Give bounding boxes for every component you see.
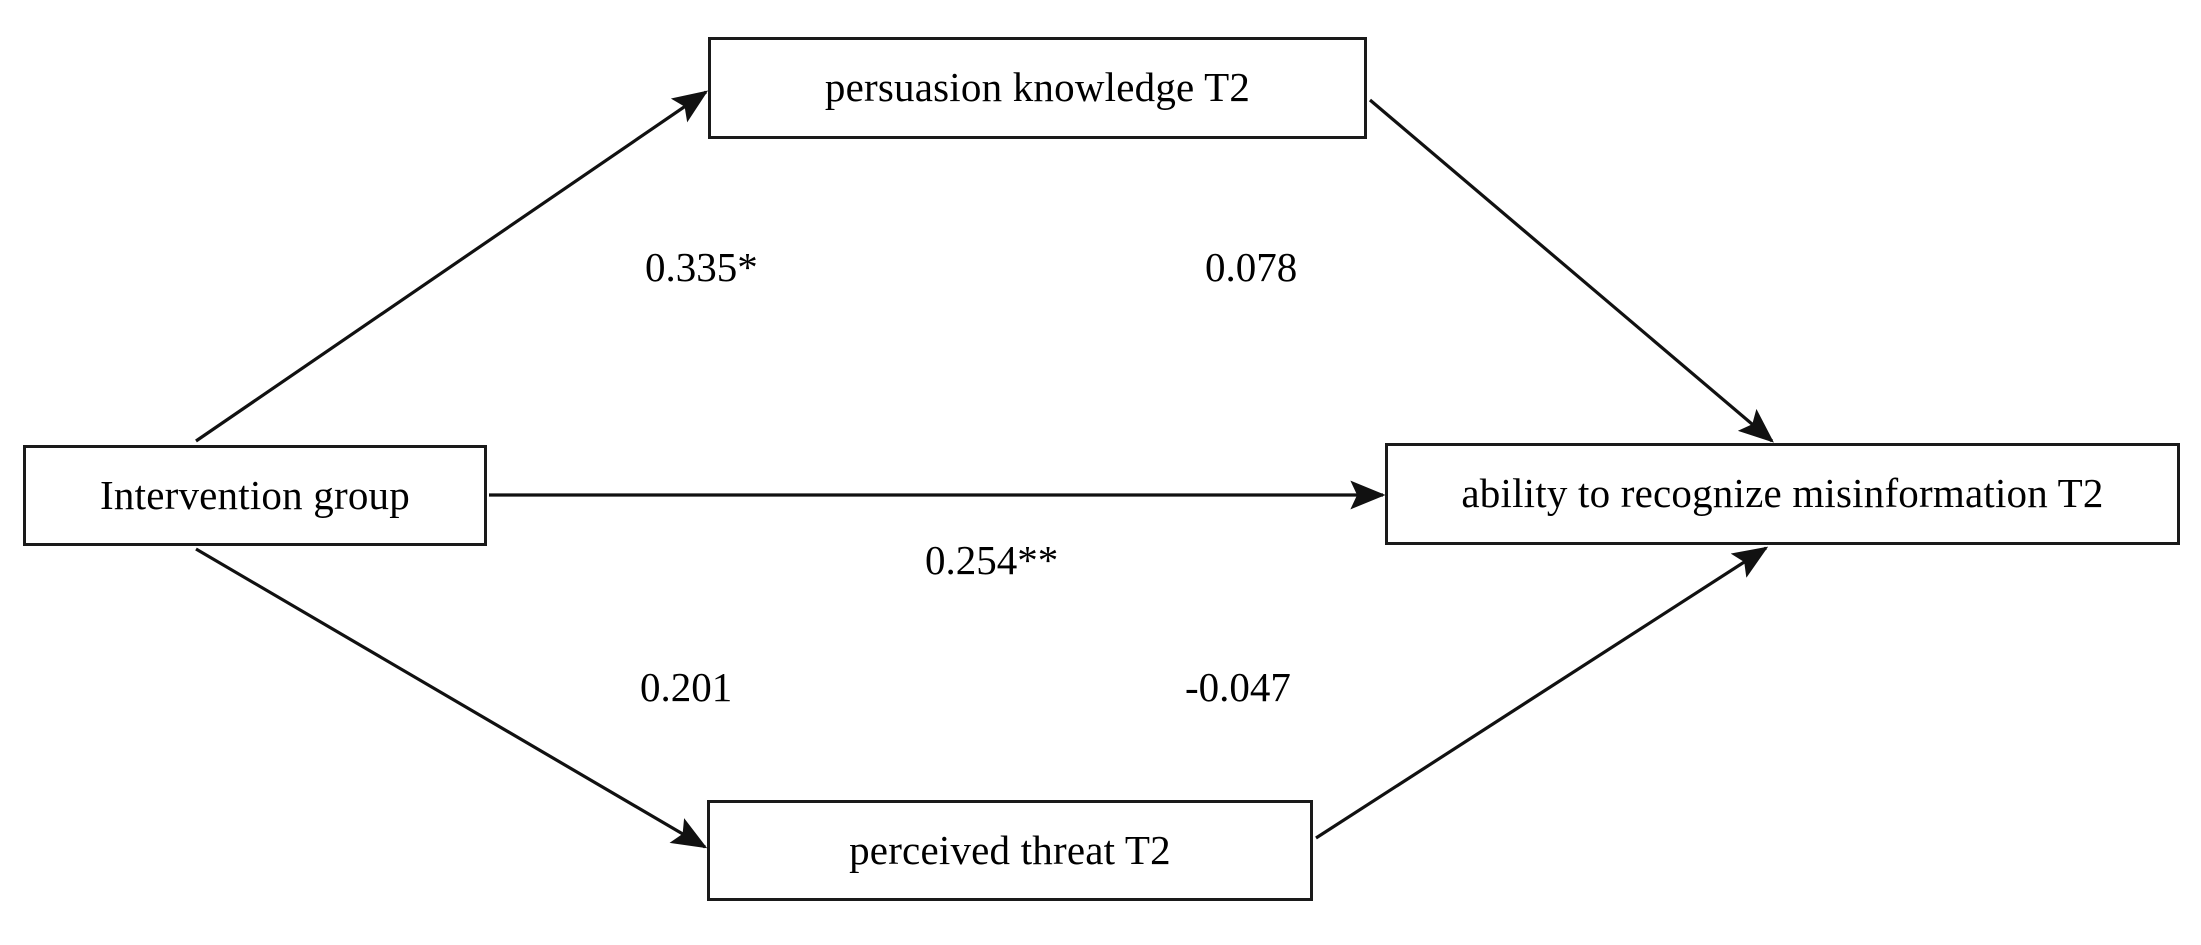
node-label-mediator-bottom: perceived threat T2 [849,826,1171,873]
node-label-outcome: ability to recognize misinformation T2 [1461,470,2104,517]
edge-label-b1: 0.078 [1205,244,1298,290]
node-intervention-group[interactable]: Intervention group [23,445,487,546]
node-outcome-misinformation[interactable]: ability to recognize misinformation T2 [1385,443,2180,545]
node-label-mediator-top: persuasion knowledge T2 [824,64,1251,111]
edge-label-a1: 0.335* [645,244,758,290]
edge-label-b2: -0.047 [1185,664,1291,710]
edge-path-b2 [1315,546,1769,840]
edge-path-b1 [1368,98,1774,443]
node-perceived-threat[interactable]: perceived threat T2 [707,800,1313,901]
edge-label-direct-effect: 0.254** [925,537,1059,583]
edge-path-a1 [195,90,709,443]
edge-path-a2 [195,547,708,849]
edge-label-a2: 0.201 [640,664,733,710]
node-persuasion-knowledge[interactable]: persuasion knowledge T2 [708,37,1367,139]
node-label-predictor: Intervention group [100,471,410,518]
